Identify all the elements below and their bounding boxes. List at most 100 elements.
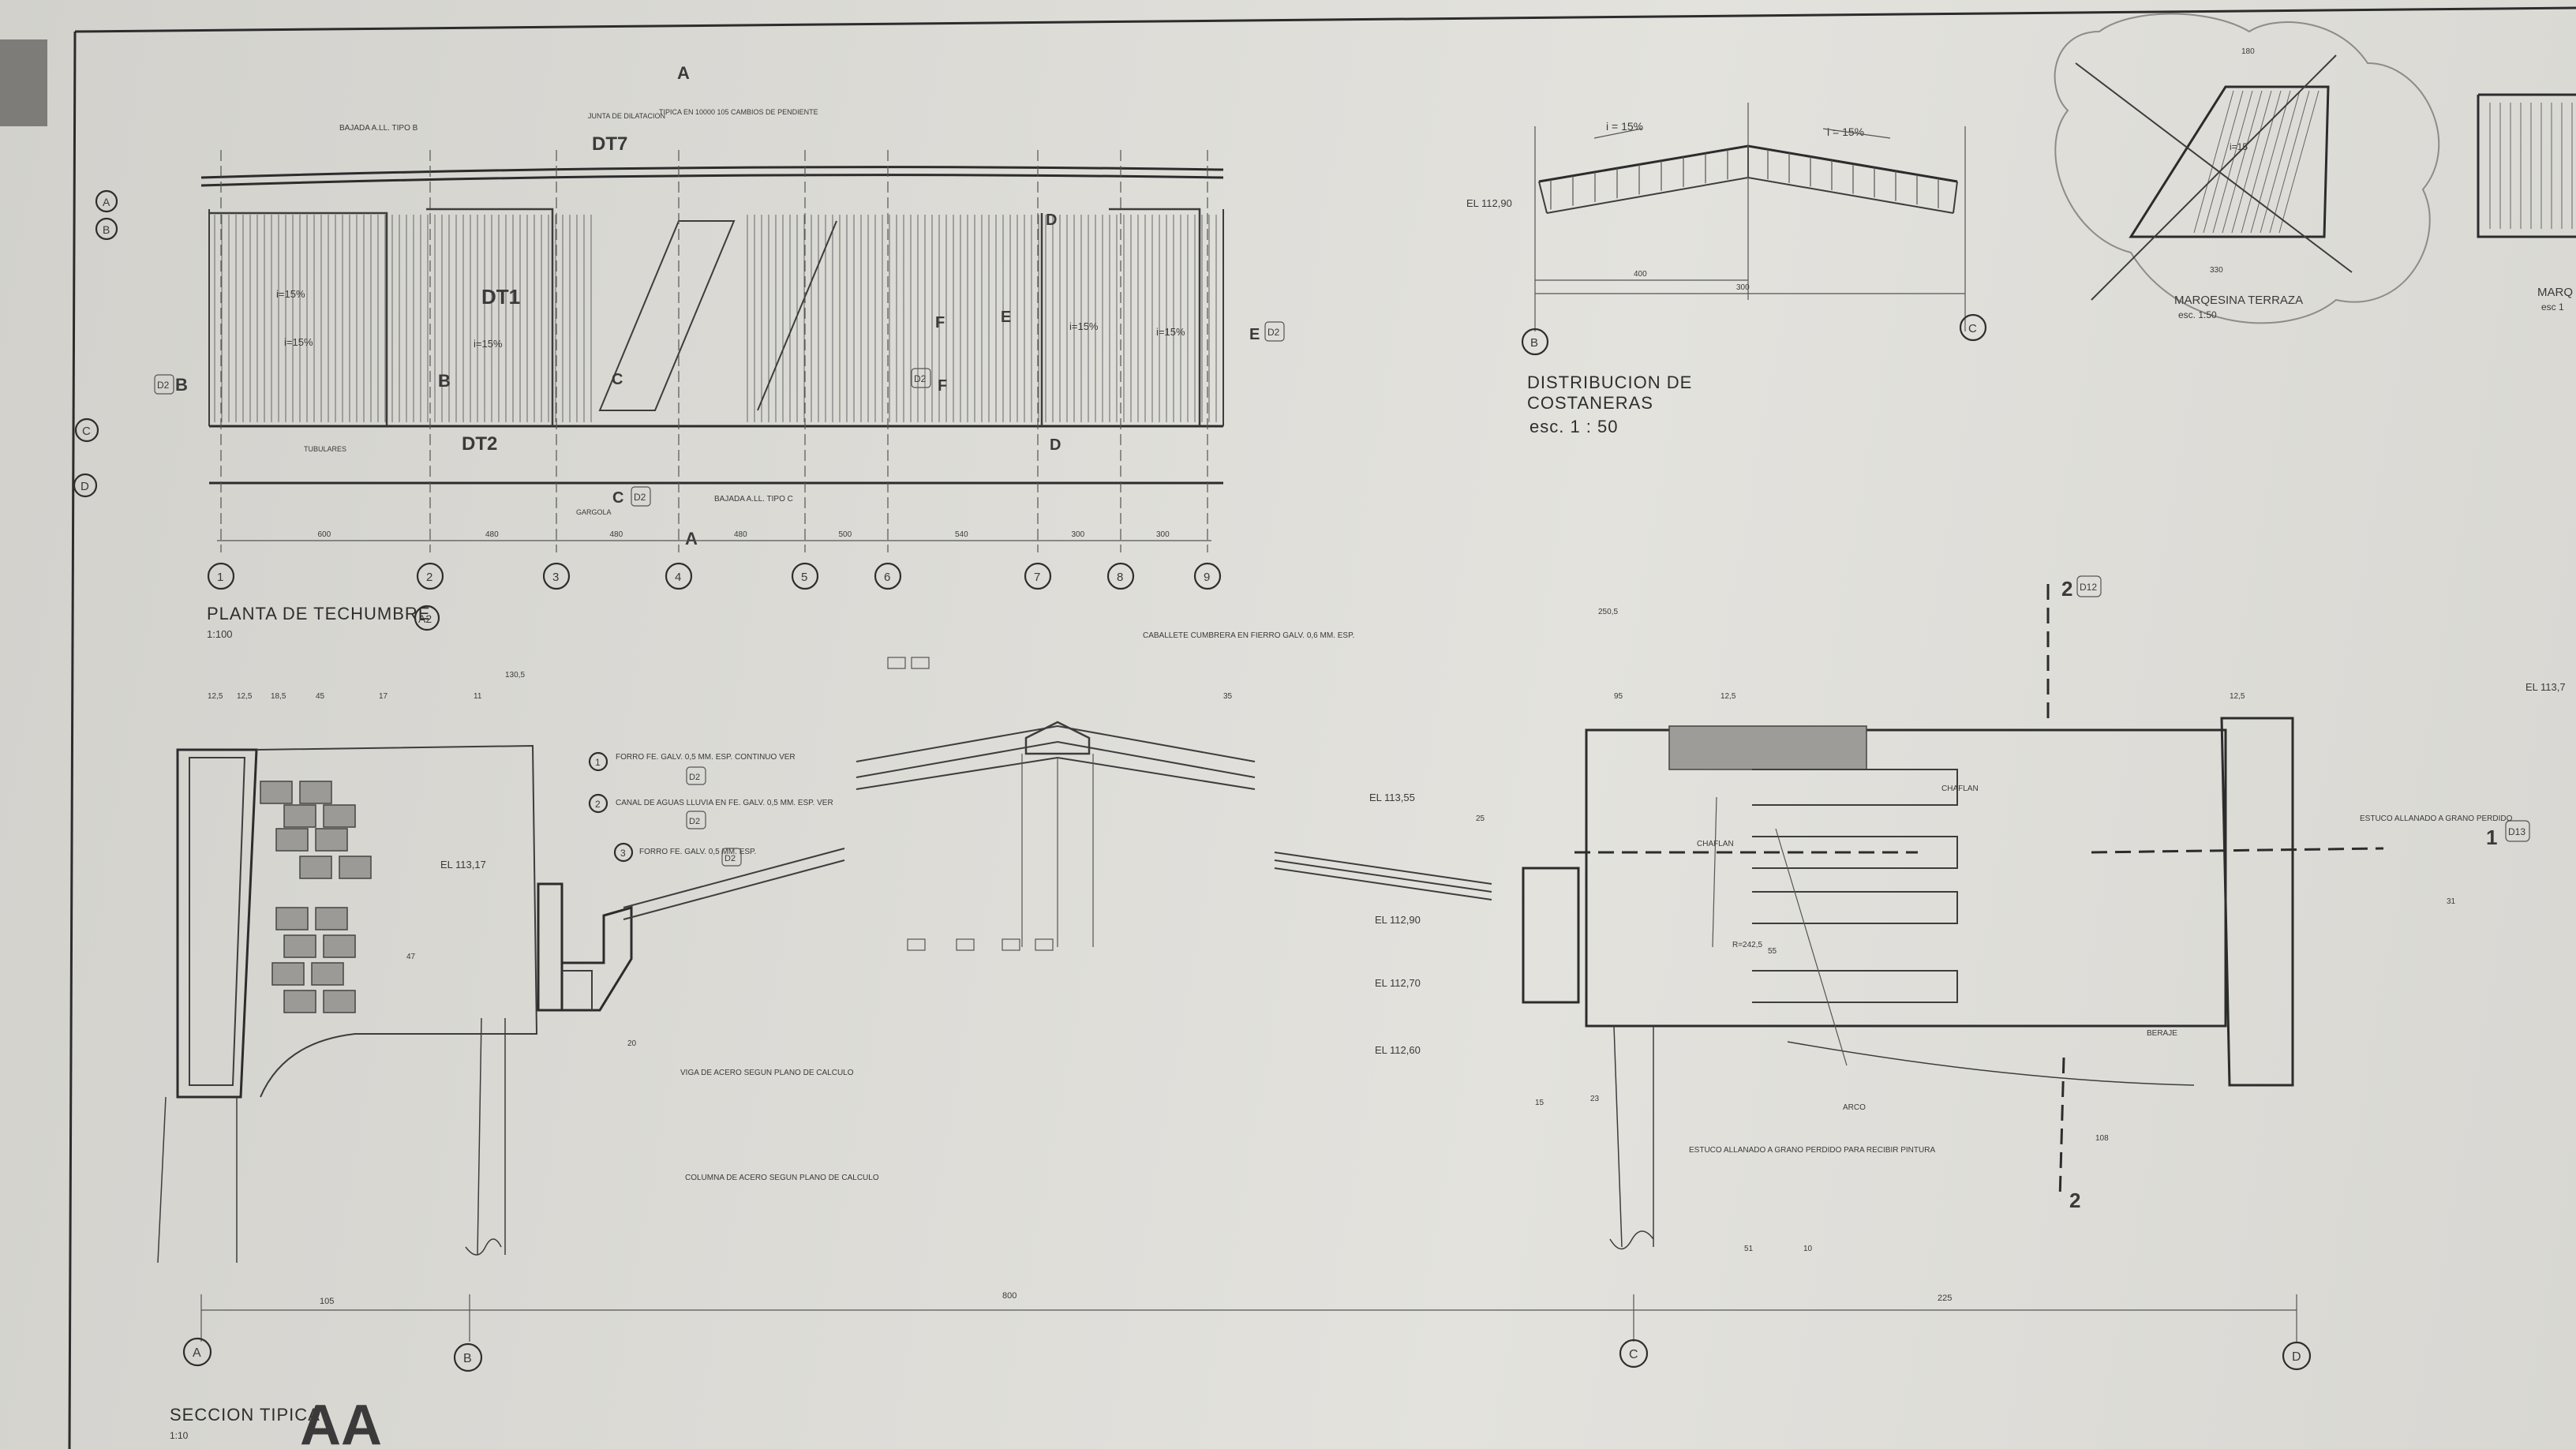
slope-label: i=15% xyxy=(284,336,313,348)
ridge-tag xyxy=(911,657,930,669)
masonry-block xyxy=(299,856,332,879)
terraza-cross-out xyxy=(2075,54,2353,301)
note-columna: COLUMNA DE ACERO SEGUN PLANO DE CALCULO xyxy=(685,1174,879,1182)
masonry-block xyxy=(323,934,356,958)
section-axis-d: D xyxy=(2292,1350,2301,1364)
steel-column xyxy=(477,1017,506,1256)
callout-text-forro-2: FORRO FE. GALV. 0,5 MM. ESP. xyxy=(639,848,756,856)
elevation-112-70: EL 112,70 xyxy=(1375,977,1421,989)
callout-ref: D2 xyxy=(689,773,700,782)
detail-ref-d12: D12 xyxy=(2080,582,2097,593)
elevation-113-7: EL 113,7 xyxy=(2525,681,2566,693)
section-dim-top: 35 xyxy=(1223,692,1233,701)
plan-dim-value: 600 xyxy=(318,530,331,539)
callout-number: 3 xyxy=(620,848,626,859)
grid-column-label: 8 xyxy=(1117,571,1123,584)
zone-label-dt1: DT1 xyxy=(481,285,520,309)
elevation-113-17: EL 113,17 xyxy=(440,859,486,871)
masonry-block xyxy=(299,781,332,804)
plan-edge-top xyxy=(200,166,1224,179)
row-label-d: D xyxy=(80,480,89,493)
callout-ref: D2 xyxy=(724,854,736,863)
section-mark-f-top: F xyxy=(935,314,945,331)
slope-label: i=15% xyxy=(276,288,305,300)
terraza-hatching xyxy=(2193,90,2320,234)
plan-dim-value: 480 xyxy=(610,530,623,539)
note-arco: ARCO xyxy=(1843,1103,1866,1112)
row-label-b: B xyxy=(103,223,110,236)
elevation-112-90: EL 112,90 xyxy=(1375,914,1421,926)
left-wall-lower xyxy=(157,1096,238,1264)
fascia xyxy=(537,882,564,1012)
slope-label: i=15% xyxy=(1069,320,1099,332)
grid-bubble xyxy=(542,562,571,590)
terrace-sheet-line xyxy=(2260,90,2301,234)
right-main-box xyxy=(1585,728,2227,1028)
masonry-block xyxy=(315,907,348,930)
stair-outline xyxy=(598,220,736,411)
terraza-outline xyxy=(2129,85,2330,238)
plan-dim-value: 480 xyxy=(485,530,499,539)
note-estuco-right: ESTUCO ALLANADO A GRANO PERDIDO xyxy=(2360,814,2513,823)
costaneras-axes xyxy=(1534,103,1966,331)
costaneras-dim-lines xyxy=(1535,279,1965,294)
section-mark-2-bottom: 2 xyxy=(2069,1189,2080,1212)
section-dim-top: 12,5 xyxy=(237,692,253,701)
tape-piece xyxy=(0,39,47,126)
section-dim-top: 250,5 xyxy=(1598,608,1618,616)
note-gargola: GARGOLA xyxy=(576,508,612,516)
note-chaflan-2: CHAFLAN xyxy=(1697,840,1734,848)
right-roof-slope xyxy=(1274,852,1492,900)
section-dim-misc: 25 xyxy=(1476,814,1485,823)
right-top-block xyxy=(1668,725,1867,770)
grid-bubble xyxy=(416,562,444,590)
masonry-block xyxy=(283,804,316,828)
right-gutter-box xyxy=(1522,867,1580,1004)
plan-dim-value: 540 xyxy=(955,530,968,539)
left-wall xyxy=(176,748,258,1099)
plan-hatching xyxy=(214,215,1217,422)
section-dim-misc: 23 xyxy=(1590,1095,1600,1103)
cut-line-2 xyxy=(2046,584,2065,1200)
plan-ref-badge: A2 xyxy=(418,612,432,625)
terraza-dim: 180 xyxy=(2241,47,2255,56)
grid-column-label: 3 xyxy=(552,571,559,584)
cut-line-1 xyxy=(1574,847,2384,854)
note-chaflan: CHAFLAN xyxy=(1941,784,1979,793)
left-beam xyxy=(256,744,538,1098)
plan-section-marks: A A B B C C D D E E F F xyxy=(175,63,1260,549)
masonry-block xyxy=(275,907,309,930)
section-dim-bottom: 225 xyxy=(1938,1294,1952,1303)
note-estuco: ESTUCO ALLANADO A GRANO PERDIDO PARA REC… xyxy=(1689,1146,1935,1155)
section-dim-misc: 108 xyxy=(2095,1134,2109,1143)
note-tipica: TIPICA EN 10000 105 CAMBIOS DE PENDIENTE xyxy=(659,108,818,116)
section-axis-c: C xyxy=(1629,1348,1638,1361)
note-beraje: BERAJE xyxy=(2147,1029,2177,1038)
section-mark-b-right: B xyxy=(438,371,451,391)
terrace-sheet-line xyxy=(2222,90,2263,234)
section-dim-misc: 20 xyxy=(627,1039,637,1048)
elevation-112-60: EL 112,60 xyxy=(1375,1044,1421,1056)
masonry-block xyxy=(283,934,316,958)
section-dim-misc: R=242,5 xyxy=(1732,941,1763,949)
grid-bubble xyxy=(874,562,902,590)
section-mark-f-bottom: F xyxy=(938,377,947,395)
column-break xyxy=(465,1238,502,1256)
masonry-block xyxy=(339,856,372,879)
terraza-dim: 330 xyxy=(2210,266,2223,275)
grid-bubble xyxy=(791,562,819,590)
costaneras-dim: 300 xyxy=(1736,283,1750,292)
costaneras-axis-c: C xyxy=(1968,322,1977,335)
section-dim-top: 12,5 xyxy=(208,692,223,701)
plan-sides xyxy=(208,209,1224,426)
note-junta: JUNTA DE DILATACION xyxy=(588,112,665,120)
section-callouts: 1 FORRO FE. GALV. 0,5 MM. ESP. CONTINUO … xyxy=(588,751,833,867)
section-scale: 1:10 xyxy=(170,1430,189,1441)
panel-borders xyxy=(209,208,1201,426)
terraza-scale: esc. 1:50 xyxy=(2178,309,2217,320)
costaneras-title-2: COSTANERAS xyxy=(1527,393,1653,413)
terrace-sheet-line xyxy=(2250,90,2291,234)
ridge-tags xyxy=(887,657,1054,951)
